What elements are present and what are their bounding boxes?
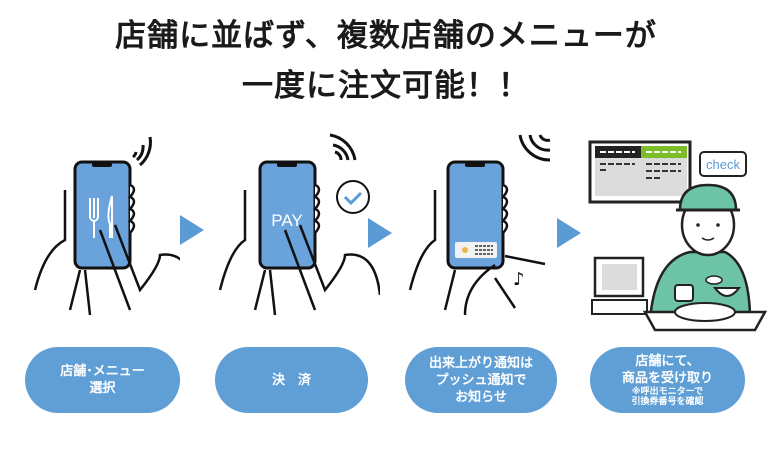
step-2-label: 決 済 <box>215 347 368 413</box>
step-3-line: 出来上がり通知は <box>428 355 533 371</box>
phone-pay-icon: PAY <box>218 133 380 316</box>
phone-menu-icon <box>33 136 180 316</box>
step-3-line: プッシュ通知で <box>435 372 527 388</box>
music-note-icon: ♪ <box>513 269 525 290</box>
step-4-note: 引換券番号を確認 <box>631 397 704 407</box>
check-bubble-text: check <box>706 157 740 172</box>
step-4-line: 店舗にて、 <box>635 354 700 369</box>
step-4-line: 商品を受け取り <box>621 371 713 386</box>
step-1-line: 店舗･メニュー <box>60 364 145 379</box>
pay-screen-text: PAY <box>271 211 303 230</box>
phone-notification-icon: ♪ <box>408 134 551 316</box>
next-arrow-icon <box>557 218 581 248</box>
step-2-line: 決 済 <box>271 372 311 388</box>
step-4-note: ※呼出モニターで <box>631 387 704 397</box>
step-1-label: 店舗･メニュー 選択 <box>25 347 180 413</box>
step-4-label: 店舗にて、 商品を受け取り ※呼出モニターで 引換券番号を確認 <box>590 347 745 413</box>
next-arrow-icon <box>368 218 392 248</box>
step-1-line: 選択 <box>89 381 116 396</box>
headline-line1: 店舗に並ばず、複数店舗のメニューが <box>115 18 657 54</box>
step-3-label: 出来上がり通知は プッシュ通知で お知らせ <box>405 347 557 413</box>
headline-line2: 一度に注文可能！！ <box>242 68 530 104</box>
step-3-line: お知らせ <box>455 389 507 405</box>
next-arrow-icon <box>180 215 204 245</box>
staff-counter-icon: check <box>588 140 768 332</box>
